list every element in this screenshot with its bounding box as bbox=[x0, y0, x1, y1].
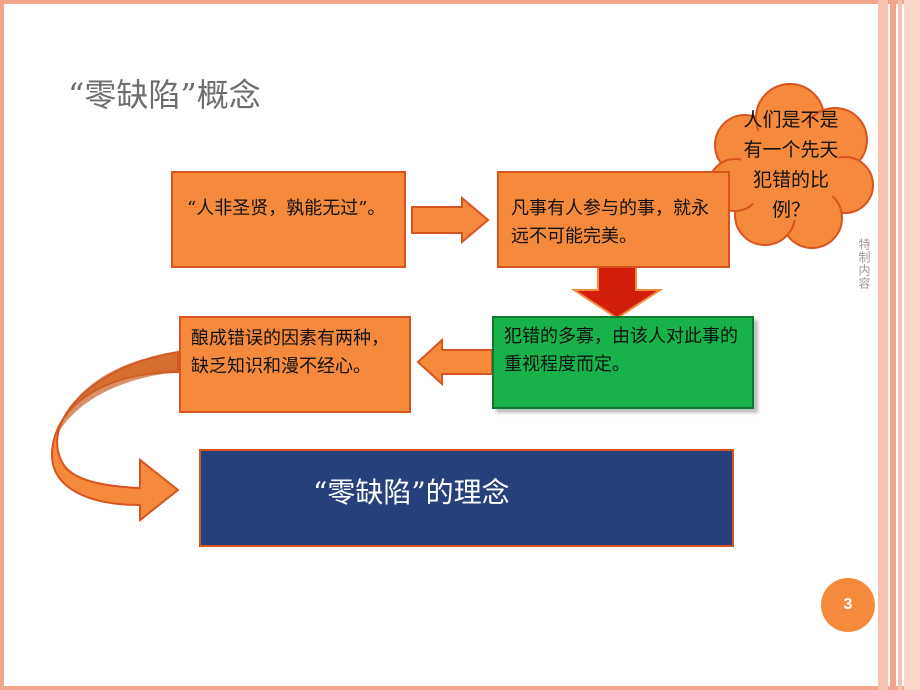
thought-cloud-icon bbox=[708, 83, 874, 249]
frame-bottom bbox=[0, 686, 920, 690]
causes-text: 酿成错误的因素有两种，缺乏知识和漫不经心。 bbox=[191, 328, 389, 377]
side-label: 特制内容 bbox=[857, 238, 871, 290]
saying-text: “人非圣贤，孰能无过”。 bbox=[187, 198, 386, 219]
causes-box: 酿成错误的因素有两种，缺乏知识和漫不经心。 bbox=[179, 316, 411, 413]
frame-left bbox=[0, 0, 4, 690]
concept-box: “零缺陷”的理念 bbox=[199, 449, 734, 547]
imperfect-text: 凡事有人参与的事，就永远不可能完美。 bbox=[511, 198, 709, 247]
imperfect-box: 凡事有人参与的事，就永远不可能完美。 bbox=[497, 171, 730, 268]
right-frame-stripes bbox=[878, 0, 920, 690]
slide-title: “零缺陷”概念 bbox=[68, 76, 261, 114]
page-number-badge: 3 bbox=[821, 578, 875, 632]
saying-box: “人非圣贤，孰能无过”。 bbox=[171, 171, 406, 268]
concept-text: “零缺陷”的理念 bbox=[313, 476, 510, 509]
arrow-left-icon bbox=[416, 337, 493, 387]
frame-top bbox=[0, 0, 920, 4]
cloud-text: 人们是不是有一个先天犯错的比例？ bbox=[743, 109, 839, 221]
amount-box: 犯错的多寡，由该人对此事的重视程度而定。 bbox=[492, 316, 754, 409]
amount-text: 犯错的多寡，由该人对此事的重视程度而定。 bbox=[504, 326, 738, 375]
arrow-right-icon bbox=[411, 195, 490, 245]
arrow-down-icon bbox=[570, 261, 664, 320]
page-number: 3 bbox=[843, 596, 853, 613]
